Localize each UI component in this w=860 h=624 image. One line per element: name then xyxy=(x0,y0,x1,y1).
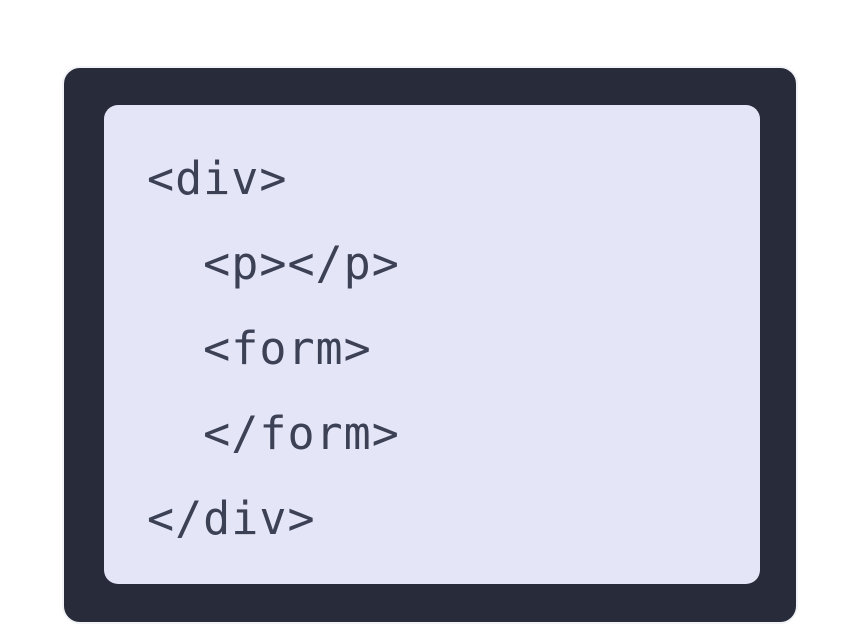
code-line-div-open: <div> xyxy=(147,152,288,205)
code-line-div-close: </div> xyxy=(147,492,316,545)
code-line-form-close: </form> xyxy=(147,407,400,460)
code-line-p: <p></p> xyxy=(147,237,400,290)
code-snippet: <div> <p></p> <form> </form> </div> xyxy=(104,105,760,561)
code-line-form-open: <form> xyxy=(147,322,372,375)
code-frame: <div> <p></p> <form> </form> </div> xyxy=(62,66,798,624)
code-card: <div> <p></p> <form> </form> </div> xyxy=(104,105,760,584)
